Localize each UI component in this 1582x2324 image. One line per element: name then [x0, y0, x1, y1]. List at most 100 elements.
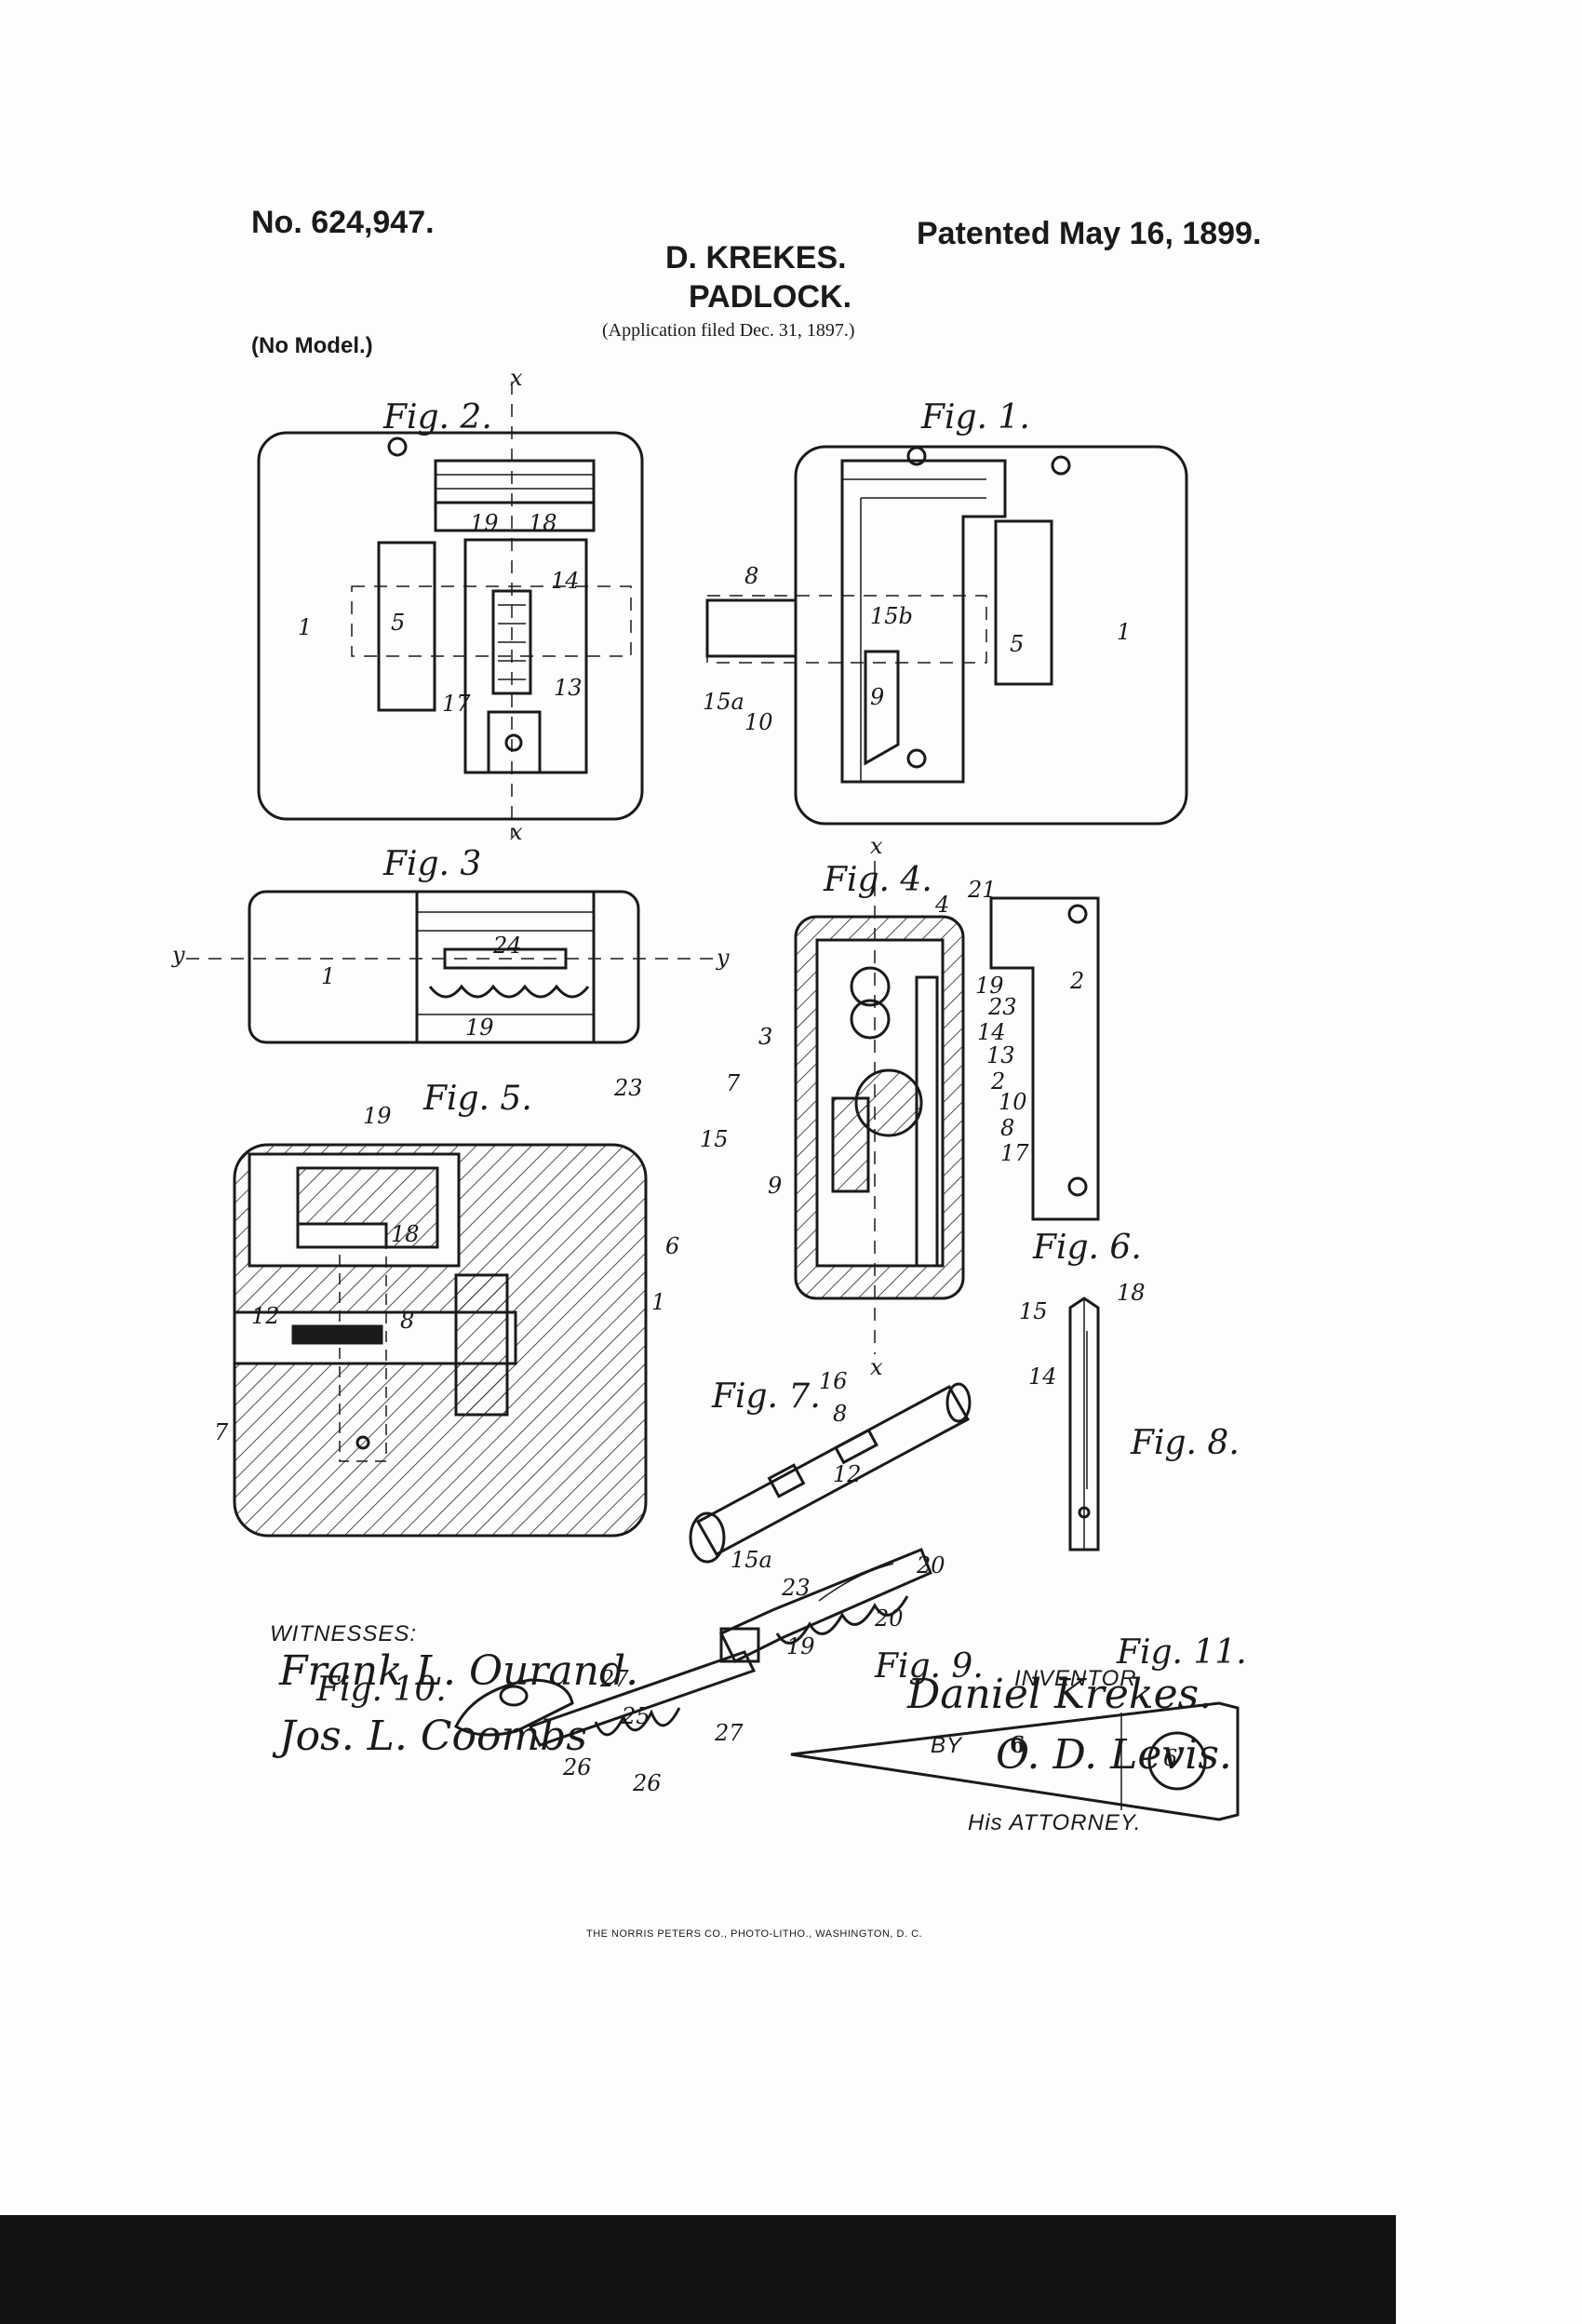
ref-numeral: 16	[819, 1368, 848, 1394]
fig6-caption: Fig. 6.	[1033, 1229, 1142, 1267]
fig8-caption: Fig. 8.	[1131, 1424, 1240, 1462]
fig2-drawing	[257, 382, 644, 838]
attorney-signature: O. D. Levis.	[996, 1731, 1232, 1779]
ref-numeral: y	[172, 942, 185, 968]
ref-numeral: 15	[700, 1126, 729, 1152]
ref-numeral: 27	[600, 1666, 629, 1692]
inventor-heading: D. KREKES.	[665, 240, 847, 275]
ref-numeral: 20	[917, 1552, 945, 1578]
ref-numeral: 8	[400, 1308, 415, 1334]
witnesses-label: WITNESSES:	[270, 1621, 418, 1646]
ref-numeral: 8	[1000, 1115, 1015, 1141]
ref-numeral: x	[510, 819, 523, 845]
scan-edge-bar	[0, 2215, 1396, 2324]
fig6-drawing	[989, 896, 1100, 1221]
ref-numeral: 18	[391, 1221, 420, 1247]
ref-numeral: 19	[470, 510, 499, 536]
ref-numeral: 15a	[731, 1547, 772, 1573]
ref-numeral: 25	[622, 1703, 650, 1729]
ref-numeral: 7	[214, 1419, 229, 1445]
fig1-drawing	[705, 445, 1188, 826]
ref-numeral: 23	[614, 1075, 643, 1101]
fig4-caption: Fig. 4.	[824, 861, 932, 899]
ref-numeral: 23	[988, 994, 1017, 1020]
ref-numeral: 4	[935, 892, 950, 918]
ref-numeral: 18	[529, 510, 557, 536]
ref-numeral: 9	[870, 684, 885, 710]
fig3-caption: Fig. 3	[383, 845, 482, 883]
witness-signature-2: Jos. L. Coombs	[279, 1713, 587, 1760]
fig10-drawing	[454, 1650, 757, 1747]
printer-credit: THE NORRIS PETERS CO., PHOTO-LITHO., WAS…	[586, 1928, 923, 1940]
ref-numeral: 23	[782, 1575, 811, 1601]
ref-numeral: 14	[977, 1019, 1006, 1045]
ref-numeral: 15a	[703, 689, 744, 715]
ref-numeral: 5	[391, 610, 406, 636]
ref-numeral: x	[870, 1354, 883, 1380]
fig3-drawing	[186, 890, 717, 1044]
ref-numeral: 19	[975, 973, 1004, 999]
fig11-caption: Fig. 11.	[1117, 1633, 1247, 1672]
ref-numeral: 27	[715, 1720, 744, 1746]
ref-numeral: 3	[758, 1024, 773, 1050]
ref-numeral: 26	[633, 1770, 662, 1796]
patent-number: No. 624,947.	[251, 205, 435, 240]
fig11-drawing	[790, 1701, 1240, 1821]
ref-numeral: x	[870, 833, 883, 859]
application-date: (Application filed Dec. 31, 1897.)	[602, 320, 855, 341]
ref-numeral: 10	[999, 1089, 1027, 1115]
fig7-drawing	[689, 1382, 972, 1564]
fig7-caption: Fig. 7.	[712, 1377, 821, 1416]
ref-numeral: 5	[1010, 631, 1025, 657]
ref-numeral: 8	[744, 563, 759, 589]
ref-numeral: 12	[251, 1303, 280, 1329]
ref-numeral: 17	[1000, 1140, 1029, 1166]
fig4-drawing	[794, 861, 965, 1354]
ref-numeral: 15b	[870, 603, 913, 629]
ref-numeral: 1	[1117, 619, 1132, 645]
ref-numeral: 21	[968, 877, 997, 903]
ref-numeral: 10	[744, 709, 773, 735]
fig5-caption: Fig. 5.	[423, 1080, 532, 1118]
attorney-label: His ATTORNEY.	[968, 1810, 1142, 1835]
model-note: (No Model.)	[251, 333, 373, 358]
ref-numeral: 12	[833, 1461, 862, 1487]
ref-numeral: 2	[1070, 968, 1085, 994]
ref-numeral: x	[510, 365, 523, 391]
ref-numeral: 13	[986, 1042, 1015, 1068]
fig9-drawing	[718, 1548, 932, 1664]
ref-numeral: 2	[991, 1068, 1006, 1095]
ref-numeral: 19	[465, 1014, 494, 1041]
ref-numeral: 19	[363, 1103, 392, 1129]
fig1-caption: Fig. 1.	[921, 398, 1030, 437]
inventor-label: INVENTOR	[1014, 1666, 1137, 1691]
ref-numeral: 26	[563, 1754, 592, 1780]
ref-numeral: 1	[298, 614, 313, 640]
patent-title: PADLOCK.	[689, 279, 852, 315]
ref-numeral: 18	[1117, 1280, 1146, 1306]
ref-numeral: 1	[651, 1289, 666, 1315]
ref-numeral: 17	[442, 691, 471, 717]
ref-numeral: 13	[554, 675, 583, 701]
fig9-caption: Fig. 9.	[875, 1647, 984, 1686]
fig10-caption: Fig. 10.	[316, 1671, 447, 1709]
witness-signature-1: Frank L. Ourand.	[279, 1647, 639, 1695]
ref-numeral: 19	[786, 1633, 815, 1659]
ref-numeral: 24	[493, 933, 522, 959]
patent-date: Patented May 16, 1899.	[917, 216, 1262, 251]
by-label: BY	[931, 1733, 963, 1758]
fig8-drawing	[1068, 1296, 1100, 1552]
fig2-caption: Fig. 2.	[383, 398, 492, 437]
ref-numeral: 14	[551, 568, 580, 594]
ref-numeral: 14	[1028, 1364, 1057, 1390]
ref-numeral: 6'	[1163, 1745, 1184, 1771]
ref-numeral: 1	[321, 963, 336, 989]
inventor-signature: Daniel Krekes.	[907, 1671, 1213, 1718]
ref-numeral: 9	[768, 1173, 783, 1199]
ref-numeral: 15	[1019, 1298, 1048, 1324]
ref-numeral: 8	[833, 1401, 848, 1427]
ref-numeral: 7	[726, 1070, 741, 1096]
ref-numeral: 6	[1010, 1731, 1026, 1758]
ref-numeral: 20	[875, 1605, 904, 1632]
